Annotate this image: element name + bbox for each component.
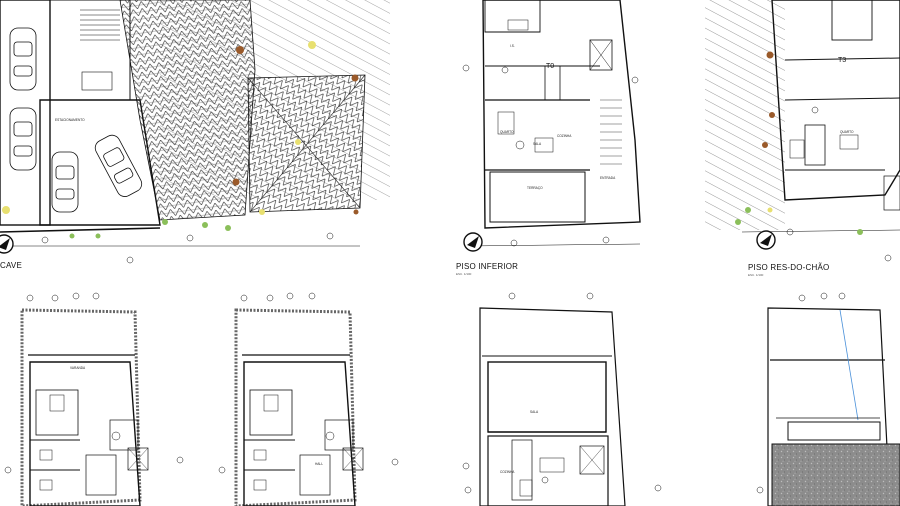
car-icon — [9, 107, 37, 171]
plan-floor-b — [218, 292, 399, 506]
room-label-entrada: ENTRADA — [600, 176, 616, 180]
room-label-varanda: VARANDA — [70, 366, 86, 370]
room-label-sala2: SALA — [530, 410, 539, 414]
plan-floor-c — [462, 292, 662, 506]
plan-floor-a — [4, 292, 184, 506]
room-label-cozinha: COZINHA — [557, 134, 572, 138]
room-label-hall: HALL — [315, 462, 323, 466]
unit-tag-t0: T0 — [546, 63, 555, 70]
room-label-terraco: TERRAÇO — [527, 186, 543, 190]
room-label-estacionamento: ESTACIONAMENTO — [55, 118, 85, 122]
car-icon — [9, 27, 37, 91]
unit-tag-t3: T3 — [838, 57, 847, 64]
room-label-quarto2: QUARTO — [840, 130, 854, 134]
plan-title-piso-inferior: PISO INFERIOR — [456, 262, 519, 271]
room-label-cozinha2: COZINHA — [500, 470, 515, 474]
car-icon — [94, 134, 143, 197]
plan-piso-res-do-chao — [705, 0, 900, 262]
room-label-wc: I.S. — [510, 44, 515, 48]
plan-scale-piso-res-do-chao: ESC. 1/100 — [748, 273, 764, 277]
room-label-quarto: QUARTO — [500, 130, 514, 134]
plan-title-piso-res-do-chao: PISO RES-DO-CHÃO — [748, 263, 830, 272]
plan-scale-piso-inferior: ESC. 1/100 — [456, 272, 472, 276]
plan-piso-inferior — [462, 0, 641, 252]
north-arrow-icon — [756, 230, 776, 250]
room-label-sala: SALA — [533, 142, 542, 146]
north-arrow-icon — [463, 232, 483, 252]
north-arrow-icon — [0, 234, 14, 254]
plan-roof — [756, 292, 900, 506]
plan-title-cave: CAVE — [0, 261, 22, 270]
plan-cave — [0, 0, 390, 264]
car-icon — [51, 151, 79, 213]
